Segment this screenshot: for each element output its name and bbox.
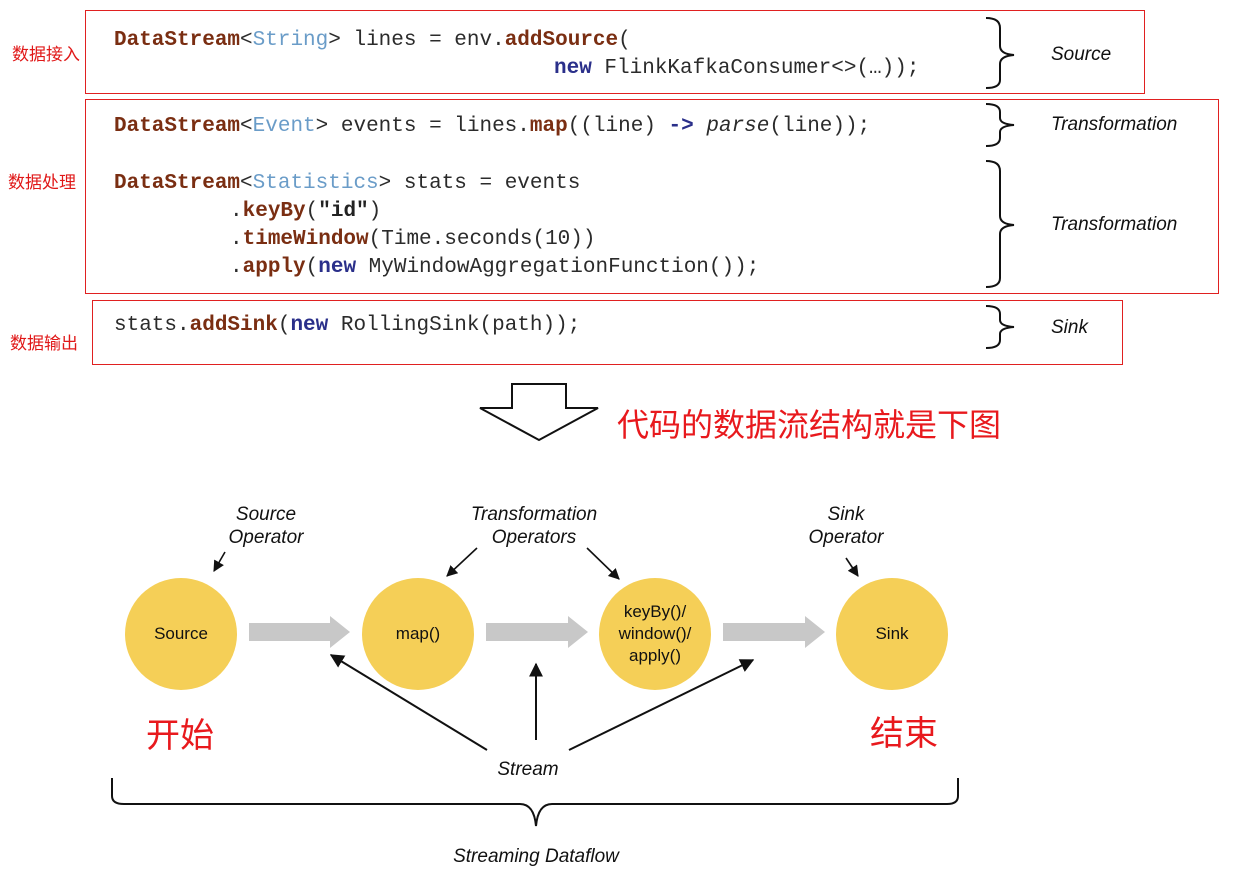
brace-transformation-1 — [985, 103, 1015, 147]
code-token: timeWindow — [242, 228, 369, 251]
code-token: > lines = env. — [328, 29, 505, 52]
flow-arrow-2 — [486, 616, 588, 648]
code-line-8: stats.addSink(new RollingSink(path)); — [114, 312, 580, 340]
brace-transformation-2 — [985, 160, 1015, 288]
code-token: ( — [618, 29, 631, 52]
code-token: FlinkKafkaConsumer<>(…)); — [591, 57, 920, 80]
pointer-transformation-left — [446, 547, 478, 577]
node-label: keyBy()/ window()/ apply() — [619, 601, 692, 667]
code-token: DataStream — [114, 29, 241, 52]
stream-label: Stream — [497, 759, 559, 780]
node-map: map() — [362, 578, 474, 690]
label-end: 结束 — [870, 714, 938, 754]
label-line: Source — [235, 504, 297, 525]
code-line-3: DataStream<Event> events = lines.map((li… — [114, 113, 870, 141]
node-label-line: window()/ — [618, 624, 692, 643]
code-token: DataStream — [114, 115, 241, 138]
node-label: map() — [395, 624, 441, 643]
role-sink: Sink — [1051, 317, 1088, 338]
sink-code-box — [92, 300, 1123, 365]
down-arrow-icon — [479, 383, 599, 442]
pointer-source-operator — [213, 551, 226, 572]
pointer-sink-operator — [845, 557, 859, 577]
dataflow-bracket — [111, 778, 959, 827]
source-operator-label: Source Operator — [216, 503, 316, 549]
streaming-dataflow-label: Streaming Dataflow — [453, 846, 619, 867]
code-token: "id" — [318, 200, 369, 223]
code-token: ((line) — [567, 115, 669, 138]
code-token: new — [290, 314, 329, 337]
label-line: Transformation — [470, 504, 598, 525]
code-token: addSource — [504, 29, 619, 52]
node-label: Sink — [875, 624, 909, 643]
code-token: (line)); — [769, 115, 871, 138]
brace-source — [985, 17, 1015, 89]
code-token: ( — [277, 314, 291, 337]
pointer-transformation-right — [586, 547, 620, 580]
code-token: String — [252, 29, 329, 52]
node-label: Source — [154, 624, 208, 643]
node-sink: Sink — [836, 578, 948, 690]
code-token: stats. — [114, 314, 190, 337]
flow-arrow-1 — [249, 616, 350, 648]
code-token: . — [230, 256, 243, 279]
label-line: Operator — [228, 527, 304, 548]
stream-arrow-1 — [329, 654, 488, 751]
code-token: addSink — [189, 314, 278, 337]
code-line-6: .timeWindow(Time.seconds(10)) — [230, 226, 595, 254]
label-line: Operator — [808, 527, 884, 548]
brace-sink — [985, 305, 1015, 349]
node-label-line: apply() — [629, 646, 681, 665]
code-token: RollingSink(path)); — [328, 314, 581, 337]
label-data-process: 数据处理 — [8, 173, 76, 193]
code-token: > stats = events — [378, 172, 581, 195]
code-token: ( — [305, 200, 319, 223]
code-token: parse — [693, 115, 770, 138]
code-token: Statistics — [252, 172, 379, 195]
code-line-7: .apply(new MyWindowAggregationFunction()… — [230, 254, 759, 282]
code-token: < — [240, 172, 253, 195]
code-token: Event — [252, 115, 316, 138]
code-token: -> — [668, 115, 694, 138]
code-line-5: .keyBy("id") — [230, 198, 381, 226]
node-keyby-window-apply: keyBy()/ window()/ apply() — [599, 578, 711, 690]
label-line: Sink — [827, 504, 865, 525]
headline-dataflow: 代码的数据流结构就是下图 — [617, 406, 1002, 444]
code-line-1: DataStream<String> lines = env.addSource… — [114, 27, 631, 55]
code-token: ( — [305, 256, 319, 279]
code-token: . — [230, 228, 243, 251]
code-line-2: new FlinkKafkaConsumer<>(…)); — [554, 55, 919, 83]
code-token: new — [318, 256, 357, 279]
label-data-output: 数据输出 — [10, 334, 78, 354]
node-label-line: keyBy()/ — [623, 602, 687, 621]
flow-arrow-3 — [723, 616, 825, 648]
code-token: > events = lines. — [315, 115, 530, 138]
stream-arrow-3 — [568, 659, 755, 751]
code-token: map — [529, 115, 568, 138]
role-transformation-2: Transformation — [1051, 214, 1178, 235]
code-token: apply — [242, 256, 306, 279]
code-line-4: DataStream<Statistics> stats = events — [114, 170, 580, 198]
code-token: ) — [368, 200, 382, 223]
code-token: DataStream — [114, 172, 241, 195]
code-token: < — [240, 115, 253, 138]
sink-operator-label: Sink Operator — [796, 503, 896, 549]
code-token: keyBy — [242, 200, 306, 223]
flow-arrows — [249, 616, 825, 648]
source-code-box — [85, 10, 1145, 94]
role-transformation-1: Transformation — [1051, 114, 1178, 135]
code-token: < — [240, 29, 253, 52]
label-start: 开始 — [146, 716, 214, 756]
code-token: MyWindowAggregationFunction()); — [356, 256, 760, 279]
role-source: Source — [1051, 44, 1112, 65]
code-token: (Time.seconds(10)) — [368, 228, 596, 251]
node-source: Source — [125, 578, 237, 690]
code-token: . — [230, 200, 243, 223]
processing-code-box — [85, 99, 1219, 294]
label-line: Operators — [491, 527, 577, 548]
label-data-ingest: 数据接入 — [12, 45, 80, 65]
transformation-operators-label: Transformation Operators — [456, 503, 612, 549]
code-token: new — [554, 57, 592, 80]
